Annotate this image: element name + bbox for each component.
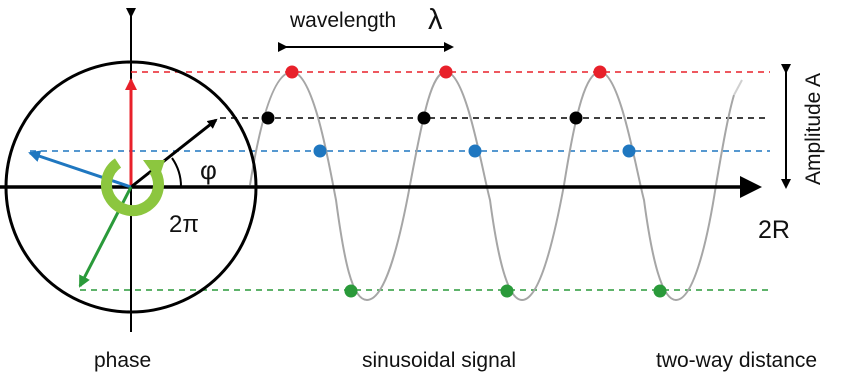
wave-tail: [733, 79, 743, 96]
blue-phasor-arrow: [28, 150, 132, 189]
wavelength-label: wavelength: [289, 9, 396, 32]
blue-sample-dots: [313, 144, 636, 158]
green-sample-dots: [344, 284, 667, 298]
two-pi-label: 2π: [169, 211, 199, 238]
phi-angle-arc: [171, 157, 183, 188]
phase-label: phase: [94, 349, 151, 372]
circular-arrow-icon: [100, 158, 165, 217]
black-sample-dots: [261, 111, 583, 125]
black-phasor-arrow: [130, 118, 218, 189]
phi-label: φ: [200, 155, 217, 185]
two-way-distance-label: two-way distance: [656, 349, 817, 372]
two-r-label: 2R: [758, 216, 790, 244]
wavelength-symbol: λ: [428, 4, 443, 36]
amplitude-label: Amplitude A: [802, 73, 825, 185]
red-sample-dots: [285, 65, 607, 79]
green-phasor-arrow: [78, 186, 133, 288]
sinusoidal-signal-label: sinusoidal signal: [362, 349, 516, 372]
